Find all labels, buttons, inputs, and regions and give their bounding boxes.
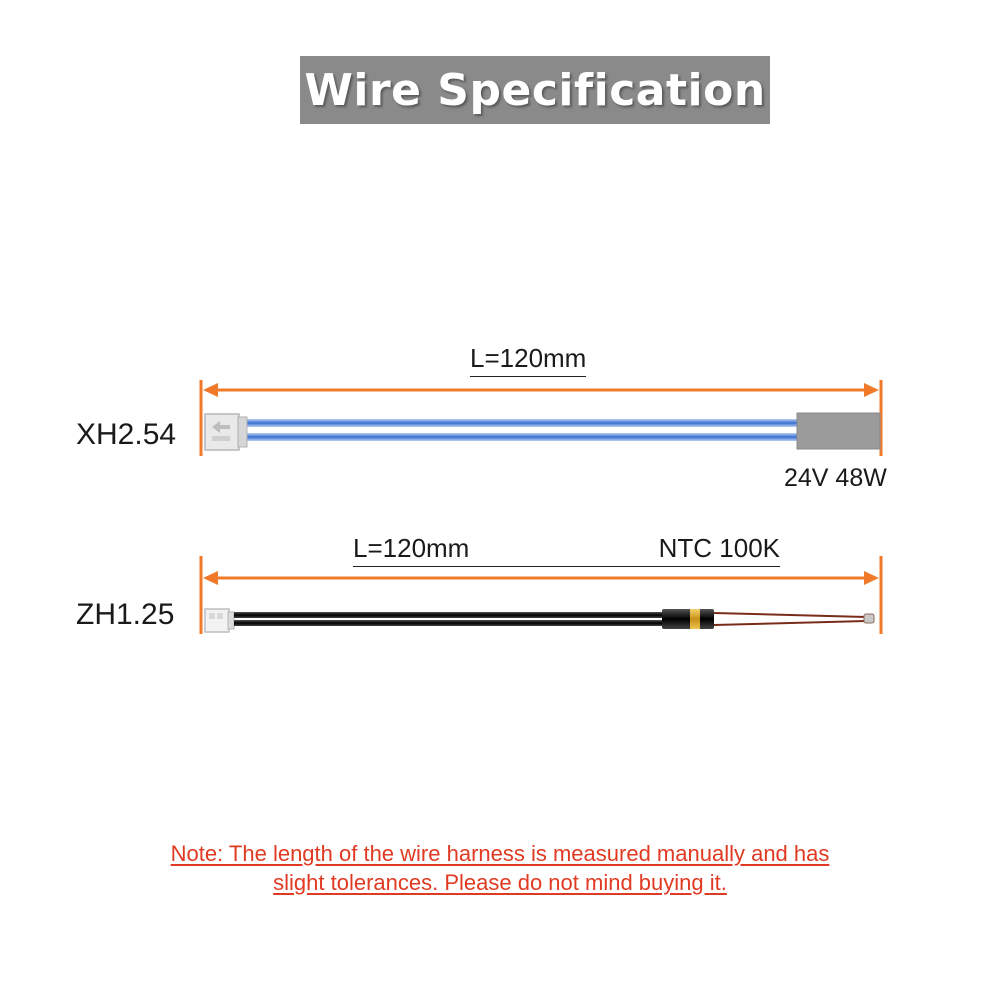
thermistor-leads	[713, 612, 867, 626]
thermistor-sensor-label: NTC 100K	[658, 533, 780, 563]
page-title: Wire Specification	[304, 64, 766, 116]
xh254-connector-icon	[204, 413, 248, 451]
thermistor-wires	[234, 612, 664, 626]
title-banner: Wire Specification	[300, 56, 770, 124]
thermistor-length-label: L=120mm NTC 100K	[353, 533, 780, 567]
heater-connector-label: XH2.54	[76, 418, 177, 451]
thermistor-bead-icon	[863, 613, 875, 624]
note-text-1: Note: The length of the wire harness is …	[170, 841, 830, 866]
heater-spec-label: 24V 48W	[784, 464, 887, 492]
note-text-2: slight tolerances. Please do not mind bu…	[273, 870, 727, 895]
thermistor-length-text: L=120mm	[353, 533, 470, 563]
zh125-connector-icon	[204, 608, 235, 633]
thermistor-connector-label: ZH1.25	[76, 598, 175, 631]
note-line-2: slight tolerances. Please do not mind bu…	[0, 868, 1000, 898]
thermistor-sleeve-icon	[662, 609, 714, 629]
note-line-1: Note: The length of the wire harness is …	[0, 839, 1000, 869]
heater-cartridge-icon	[796, 412, 881, 450]
heater-wires	[246, 419, 798, 441]
heater-length-label: L=120mm	[470, 343, 587, 377]
heater-dimension-arrow	[199, 380, 883, 456]
thermistor-dimension-arrow	[199, 556, 883, 634]
